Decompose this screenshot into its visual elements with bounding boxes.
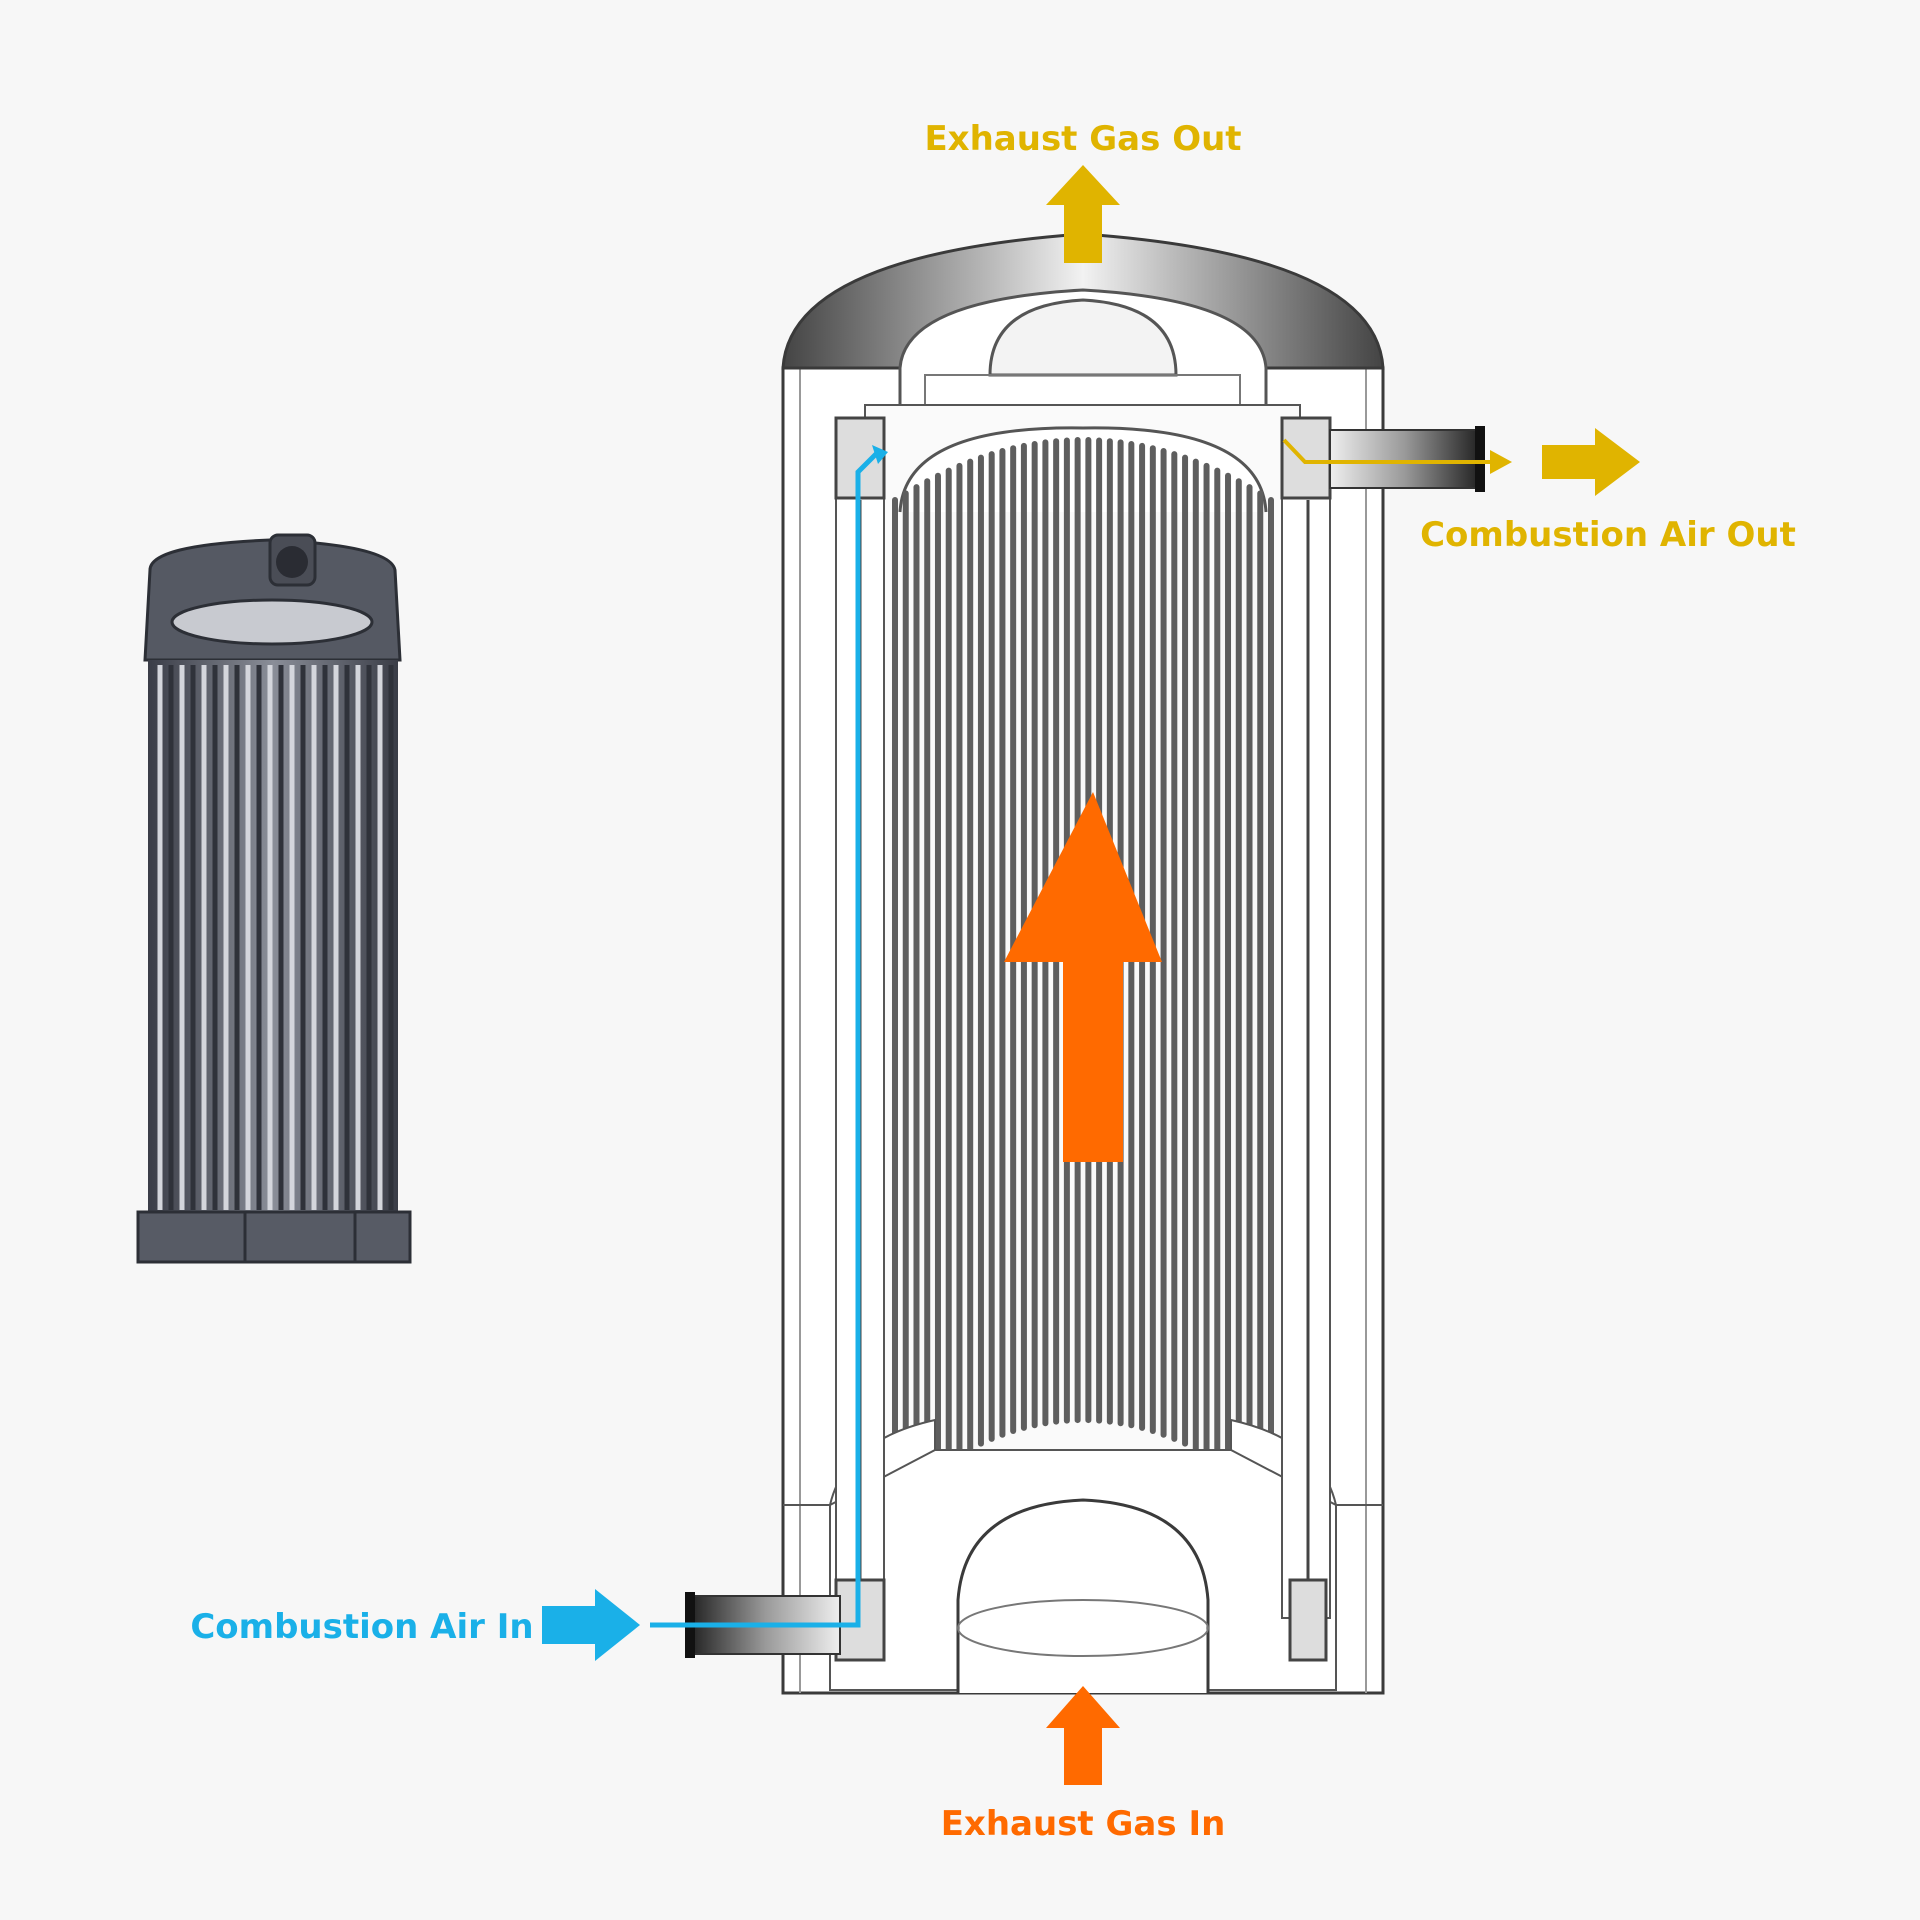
label-combustion-air-out: Combustion Air Out <box>1420 515 1796 555</box>
air-flow-path <box>650 438 1512 1628</box>
arrow-icon <box>1004 792 1162 1162</box>
air-out-arrow-icon <box>1542 428 1640 496</box>
label-exhaust-gas-in: Exhaust Gas In <box>941 1804 1226 1844</box>
label-combustion-air-in: Combustion Air In <box>190 1607 533 1647</box>
label-exhaust-gas-out: Exhaust Gas Out <box>924 119 1241 159</box>
exhaust-out-arrow-icon <box>1046 165 1120 263</box>
heat-exchanger-photo <box>136 533 412 1264</box>
air-in-arrow-icon <box>542 1589 640 1661</box>
exhaust-in-arrow-icon <box>1046 1686 1120 1785</box>
